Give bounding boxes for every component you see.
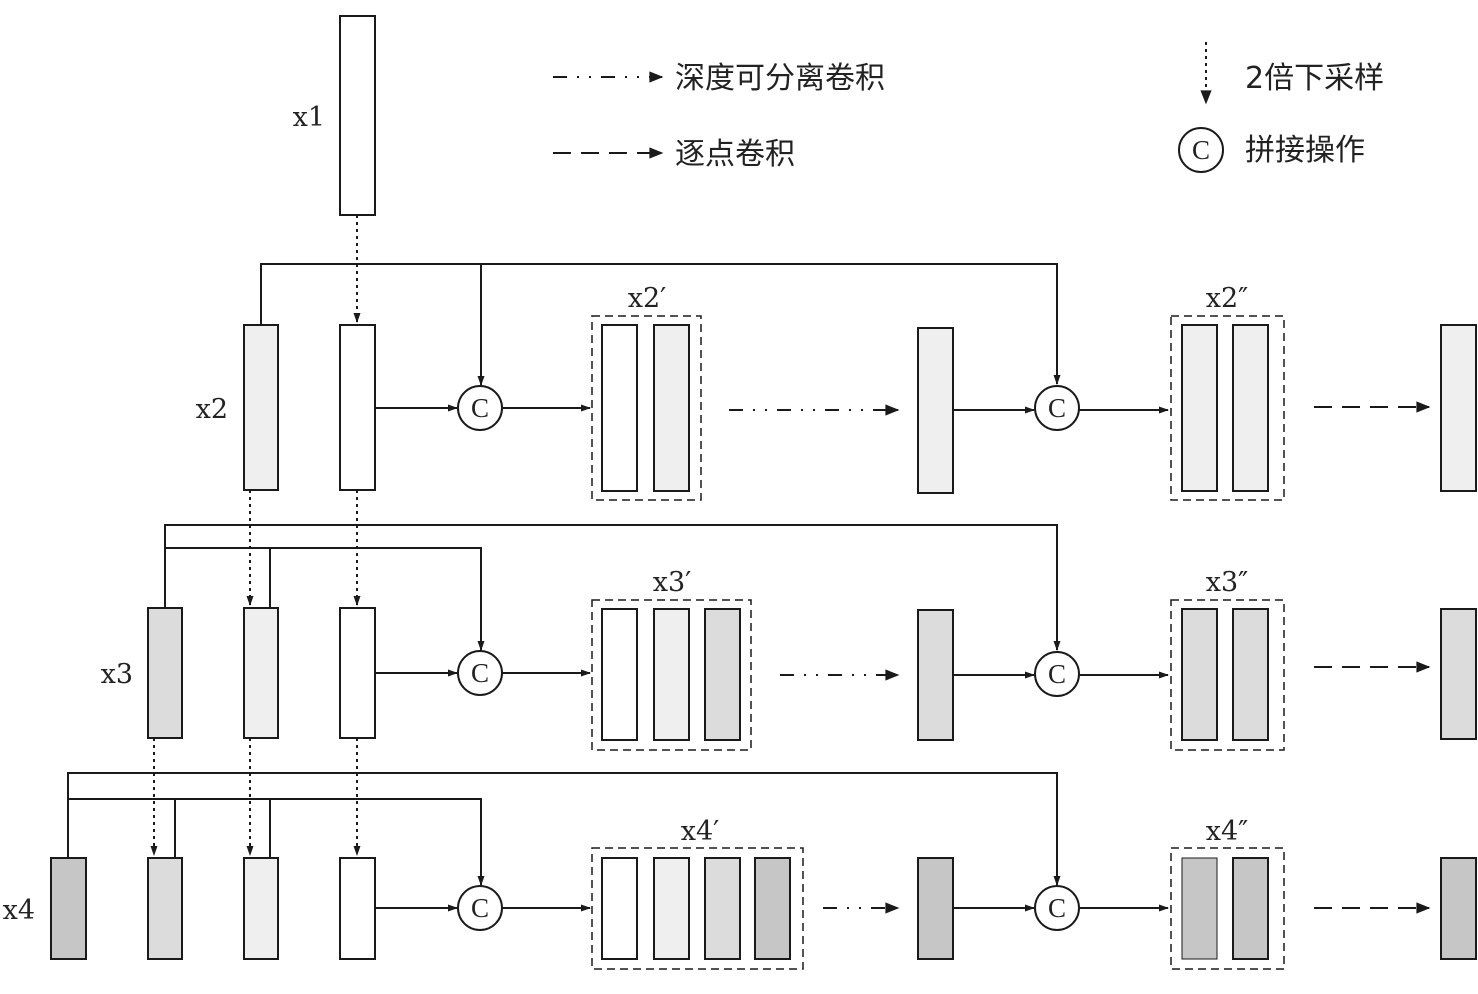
x1-down-block-r2 <box>339 324 376 491</box>
group1-label-r4: x4′ <box>681 816 720 847</box>
concat2-r2 <box>1034 385 1080 431</box>
group2-label-r2: x2″ <box>1206 283 1249 314</box>
row-x4 <box>50 772 1477 970</box>
group2-box-r4 <box>1170 847 1285 970</box>
legend-pointwise-label: 逐点卷积 <box>675 137 795 172</box>
x1-down-block-r3 <box>339 607 376 739</box>
row-labels: x1 x2 x3 x4 <box>3 102 325 926</box>
skip-line-r4-concat1 <box>68 798 485 886</box>
group1-r3-block2 <box>653 608 690 741</box>
row-label-x4: x4 <box>3 895 35 926</box>
x1-down-block-r4 <box>339 857 376 960</box>
group2-box-r3 <box>1170 599 1285 751</box>
group1-r4-block4 <box>754 857 791 960</box>
legend-depthwise-label: 深度可分离卷积 <box>675 61 885 96</box>
group2-label-r3: x3″ <box>1206 567 1249 598</box>
x2-down-block-r3 <box>243 607 279 739</box>
row-label-x3: x3 <box>101 659 133 690</box>
out-block-r3 <box>1440 608 1477 740</box>
skip-line-r3-concat1 <box>165 547 485 651</box>
group1-box-r4 <box>591 847 804 970</box>
group2-r4-block1 <box>1181 857 1218 960</box>
group1-r3-block1 <box>601 608 638 741</box>
group1-r2-block2 <box>653 324 690 492</box>
group2-label-r4: x4″ <box>1206 816 1249 847</box>
group1-label-r3: x3′ <box>653 567 692 598</box>
legend-downsample-label: 2倍下采样 <box>1245 61 1384 96</box>
group2-r3-block1 <box>1181 608 1218 741</box>
legend-concat-symbol: C <box>1192 135 1210 165</box>
x3-block <box>147 607 183 739</box>
group2-box-r2 <box>1170 315 1285 501</box>
concat1-r3-symbol: C <box>471 658 489 688</box>
mid-block-r2 <box>917 327 954 494</box>
group2-r4-block2 <box>1232 857 1269 960</box>
group1-r4-block1 <box>601 857 638 960</box>
concat2-r3-symbol: C <box>1048 659 1066 689</box>
row-x3 <box>147 524 1477 751</box>
group2-r3-block2 <box>1232 608 1269 741</box>
x2-down-block-r4 <box>243 857 279 960</box>
mid-block-r4 <box>917 857 954 960</box>
x4-block <box>50 857 87 960</box>
concat1-r2-symbol: C <box>471 393 489 423</box>
out-block-r2 <box>1440 324 1477 492</box>
x2-block <box>243 324 279 491</box>
concat2-r4-symbol: C <box>1048 893 1066 923</box>
row-label-x2: x2 <box>196 394 228 425</box>
concat1-r4-symbol: C <box>471 893 489 923</box>
legend-text: 深度可分离卷积 逐点卷积 2倍下采样 C 拼接操作 <box>675 61 1384 172</box>
skip-line-r4-concat2 <box>67 772 1061 886</box>
legend <box>553 42 1224 173</box>
legend-concat-circle <box>1178 127 1224 173</box>
skip-line-r3-concat2 <box>164 524 1061 651</box>
concat2-r2-symbol: C <box>1048 393 1066 423</box>
skip-line-r2-concat2 <box>260 263 1061 385</box>
group1-r4-block3 <box>704 857 741 960</box>
group1-label-r2: x2′ <box>628 283 667 314</box>
group2-r2-block2 <box>1232 324 1269 492</box>
group1-box-r2 <box>591 315 702 501</box>
legend-concat-label: 拼接操作 <box>1245 133 1365 168</box>
group1-r2-block1 <box>601 324 638 492</box>
x3-down-block-r4 <box>147 857 183 960</box>
mid-block-r3 <box>917 609 954 741</box>
group2-r2-block1 <box>1181 324 1218 492</box>
x1-block <box>339 15 376 216</box>
group1-box-r3 <box>591 599 752 751</box>
group1-r4-block2 <box>653 857 690 960</box>
row-x2 <box>243 263 1477 501</box>
out-block-r4 <box>1440 857 1477 960</box>
group1-r3-block3 <box>704 608 741 741</box>
group-labels: x2′ x2″ x3′ x3″ x4′ x4″ <box>628 283 1249 847</box>
concat-symbols: C C C C C C <box>471 393 1066 923</box>
row-label-x1: x1 <box>293 102 325 133</box>
